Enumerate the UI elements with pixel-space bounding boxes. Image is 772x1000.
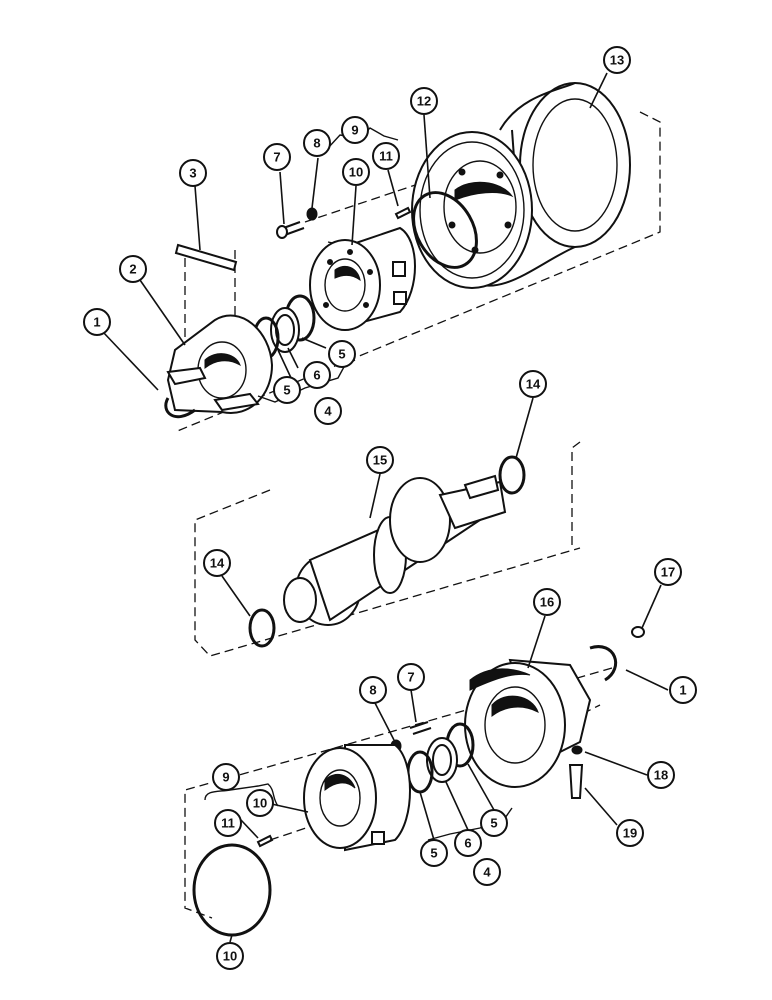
callout-12: 12: [410, 87, 438, 115]
washer-part-top: [306, 207, 318, 221]
callout-6-bottom: 6: [454, 829, 482, 857]
screw-part-17: [631, 626, 645, 638]
svg-text:16: 16: [540, 595, 554, 610]
svg-text:6: 6: [464, 836, 471, 851]
callout-14-right: 14: [519, 370, 547, 398]
callout-11-top: 11: [372, 142, 400, 170]
svg-text:18: 18: [654, 768, 668, 783]
o-ring-part-12: [412, 191, 478, 269]
callout-7-bottom: 7: [397, 663, 425, 691]
o-ring-part-14b: [248, 608, 276, 648]
callout-13: 13: [603, 46, 631, 74]
callout-4-bottom: 4: [473, 858, 501, 886]
bolt-part-19: [568, 764, 584, 799]
svg-text:4: 4: [483, 865, 491, 880]
callout-14-left: 14: [203, 549, 231, 577]
pin-part-bottom: [256, 834, 274, 848]
seal-group-bottom: [406, 722, 475, 794]
callout-1-top: 1: [83, 308, 111, 336]
svg-text:8: 8: [369, 683, 376, 698]
callout-16: 16: [533, 588, 561, 616]
svg-text:10: 10: [253, 796, 267, 811]
callout-10-bottom: 10: [246, 789, 274, 817]
svg-text:14: 14: [210, 556, 225, 571]
leader-lines: [102, 72, 669, 943]
lock-clip-part-bottom: [589, 645, 618, 682]
svg-text:15: 15: [373, 453, 387, 468]
svg-text:6: 6: [313, 368, 320, 383]
callout-19: 19: [616, 819, 644, 847]
lock-clip-part-top: [164, 397, 196, 418]
svg-text:11: 11: [221, 816, 235, 831]
svg-text:8: 8: [313, 136, 320, 151]
retainer-part-top: [309, 226, 416, 331]
svg-text:9: 9: [351, 123, 358, 138]
callout-2: 2: [119, 255, 147, 283]
callout-5-top-a: 5: [328, 340, 356, 368]
bolt-part-bottom: [409, 721, 432, 735]
bolt-part-top: [276, 221, 305, 239]
svg-text:7: 7: [273, 150, 280, 165]
callout-15: 15: [366, 446, 394, 474]
callout-18: 18: [647, 761, 675, 789]
callout-9-top: 9: [341, 116, 369, 144]
svg-text:4: 4: [324, 404, 332, 419]
callout-4-top: 4: [314, 397, 342, 425]
callout-7-top: 7: [263, 143, 291, 171]
o-ring-part-14a: [498, 455, 526, 495]
svg-text:12: 12: [417, 94, 431, 109]
svg-text:1: 1: [679, 683, 686, 698]
housing-part-bottom: [464, 658, 592, 788]
svg-text:5: 5: [430, 846, 437, 861]
svg-text:1: 1: [93, 315, 100, 330]
callout-6-top: 6: [303, 361, 331, 389]
retainer-part-bottom: [303, 744, 411, 852]
callout-5-bottom-a: 5: [420, 839, 448, 867]
callout-11-bottom: 11: [214, 809, 242, 837]
svg-text:2: 2: [129, 262, 136, 277]
svg-text:5: 5: [283, 383, 290, 398]
svg-text:7: 7: [407, 670, 414, 685]
svg-text:17: 17: [661, 565, 675, 580]
housing-part-top: [166, 314, 274, 414]
callout-3: 3: [179, 159, 207, 187]
callout-10-top: 10: [342, 158, 370, 186]
bar-part-3: [174, 243, 238, 272]
o-ring-part-bottom: [192, 843, 272, 937]
washer-part-18: [571, 745, 583, 755]
callout-10-ring: 10: [216, 942, 244, 970]
roller-shell-part: [411, 82, 631, 289]
svg-text:9: 9: [222, 770, 229, 785]
svg-text:10: 10: [349, 165, 363, 180]
svg-text:3: 3: [189, 166, 196, 181]
svg-text:13: 13: [610, 53, 624, 68]
callout-5-bottom-b: 5: [480, 809, 508, 837]
callout-9-bottom: 9: [212, 763, 240, 791]
shaft-part: [283, 474, 507, 626]
svg-text:11: 11: [379, 149, 393, 164]
svg-text:19: 19: [623, 826, 637, 841]
callout-1-bottom: 1: [669, 676, 697, 704]
svg-text:5: 5: [338, 347, 345, 362]
svg-text:14: 14: [526, 377, 541, 392]
callout-17: 17: [654, 558, 682, 586]
svg-text:5: 5: [490, 816, 497, 831]
callout-5-top-b: 5: [273, 376, 301, 404]
svg-text:10: 10: [223, 949, 237, 964]
callout-8-bottom: 8: [359, 676, 387, 704]
callout-8-top: 8: [303, 129, 331, 157]
pin-part-top: [394, 206, 412, 220]
